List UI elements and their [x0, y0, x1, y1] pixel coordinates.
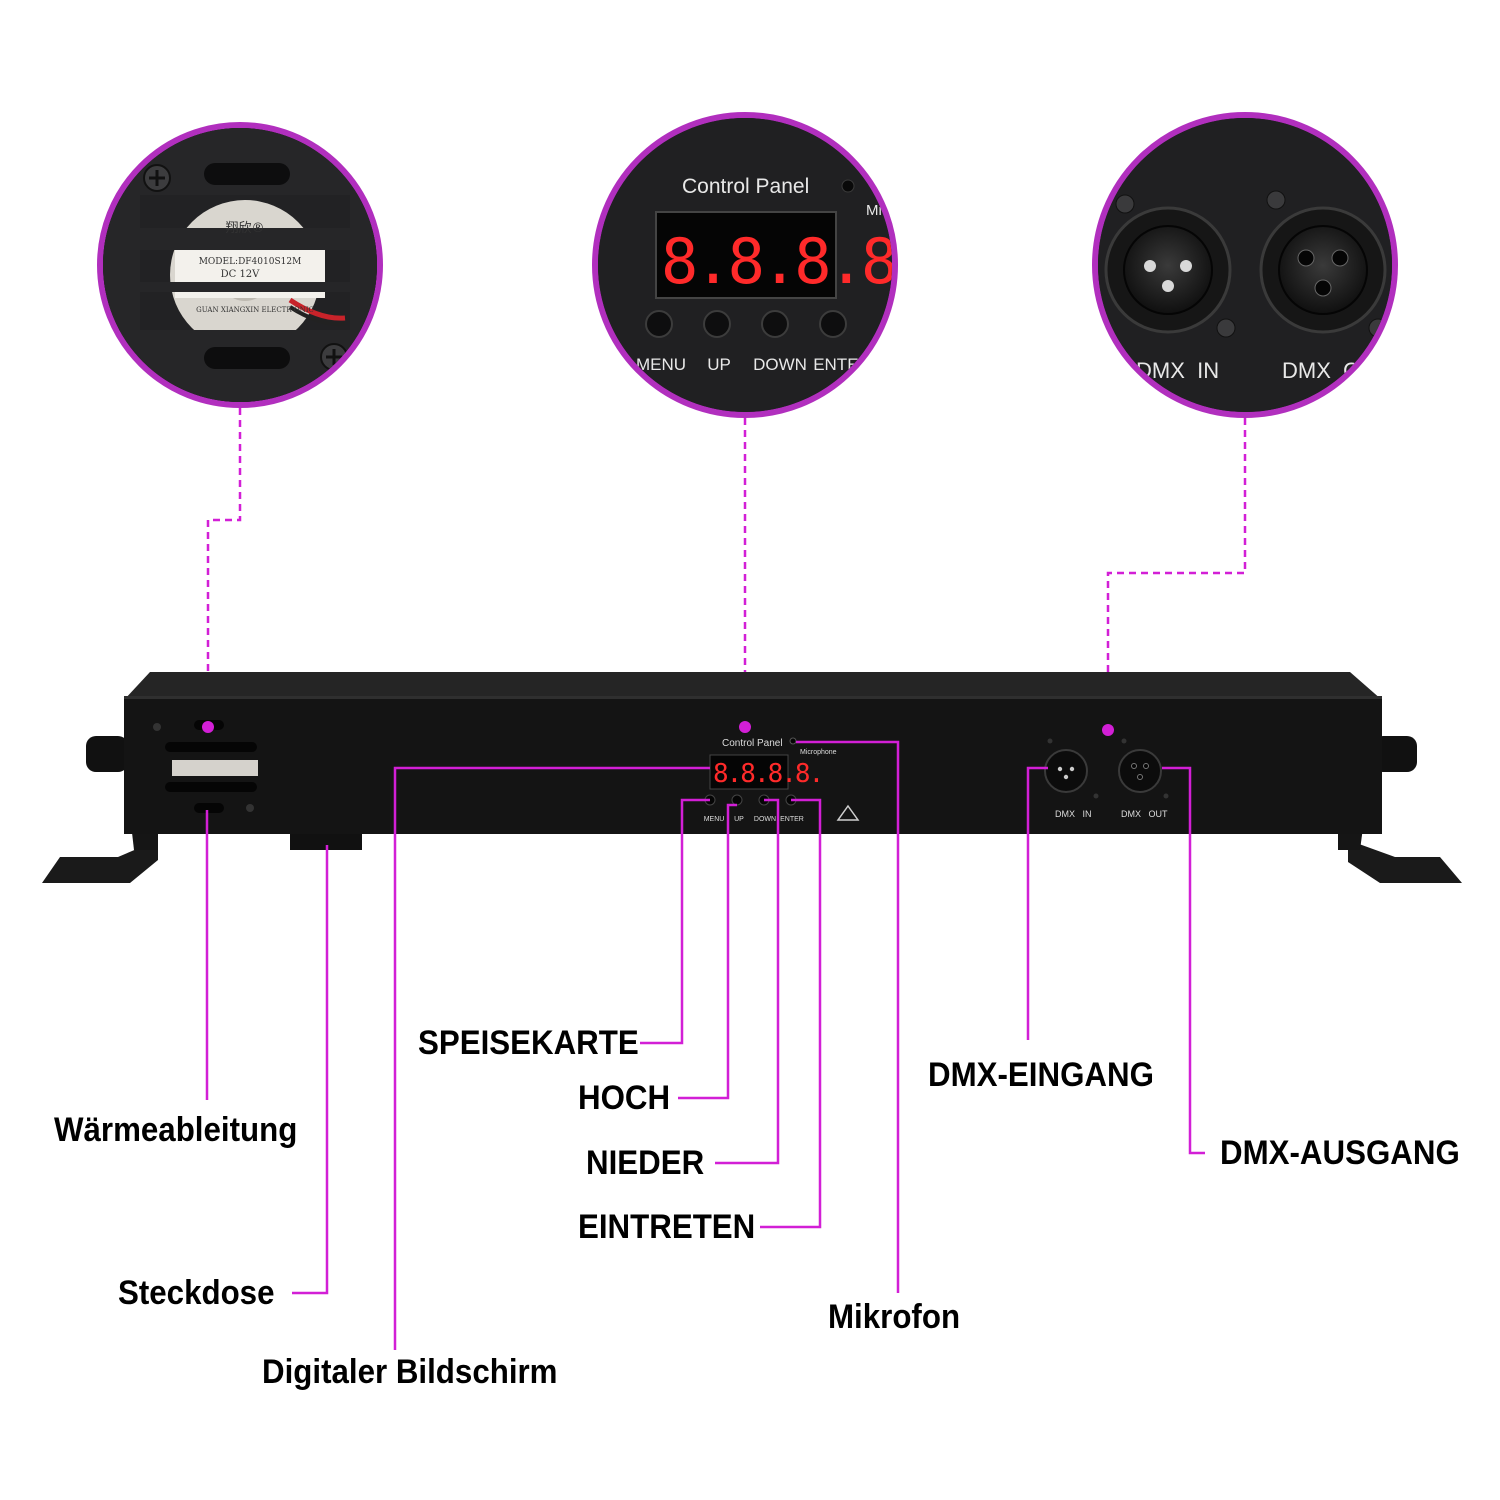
device-dmx-out-connector[interactable]	[1118, 749, 1162, 793]
connector-dmx	[1106, 418, 1247, 730]
callout-up: HOCH	[578, 1079, 671, 1117]
xlr-pin-icon	[1180, 260, 1192, 272]
vent-slot	[204, 347, 290, 369]
fan-model: MODEL:DF4010S12M	[199, 257, 302, 267]
screw-icon	[1216, 318, 1236, 338]
leader-menu	[640, 798, 710, 1045]
xlr-pin-icon	[1144, 260, 1156, 272]
device-microphone-label: Microphone	[800, 749, 837, 756]
screw-icon	[1115, 194, 1135, 214]
target-dot-fan	[202, 721, 214, 733]
zoom-up-button[interactable]	[703, 310, 731, 338]
microphone-hole-icon	[841, 179, 855, 193]
target-dots	[202, 721, 1114, 736]
leader-socket	[292, 845, 329, 1295]
device-dmx-in-connector[interactable]	[1044, 749, 1088, 793]
leader-down	[715, 798, 780, 1165]
zoom-label-up: UP	[707, 355, 731, 374]
callout-heat-dissipation: Wärmeableitung	[54, 1111, 298, 1149]
callout-microphone: Mikrofon	[828, 1298, 961, 1336]
zoom-fan: 翔欣® MODEL:DF4010S12M DC 12V GUAN XIANGXI…	[97, 122, 383, 408]
zoom-buttons	[645, 310, 847, 338]
power-socket[interactable]	[290, 834, 362, 850]
side-knob-right[interactable]	[1373, 736, 1417, 772]
leader-display	[393, 766, 710, 1350]
xlr-pin-icon	[1162, 280, 1174, 292]
mount-foot-left	[42, 840, 158, 883]
mount-foot-right	[1348, 840, 1462, 883]
side-knob-left[interactable]	[86, 736, 128, 772]
xlr-socket-icon	[1314, 279, 1332, 297]
zoom-dmx: DMX IN DMX O	[1092, 112, 1398, 418]
zoom-control-panel: Control Panel Mic 8.8.8.8. MENU UP DOWN …	[592, 112, 928, 418]
fan-voltage: DC 12V	[221, 269, 261, 280]
xlr-socket-icon	[1331, 249, 1349, 267]
device-control-panel-label: Control Panel	[722, 738, 783, 749]
device-up-button[interactable]	[731, 794, 743, 806]
zoom-label-down: DOWN	[753, 355, 807, 374]
zoom-panel-title: Control Panel	[682, 175, 809, 198]
device-label-up: UP	[734, 816, 744, 823]
device-display	[709, 754, 789, 790]
callout-socket: Steckdose	[118, 1274, 275, 1312]
callout-dmx-out: DMX-AUSGANG	[1220, 1134, 1460, 1172]
leader-dmx-in	[1026, 766, 1048, 1040]
target-dot-dmx	[1102, 724, 1114, 736]
led-bar-device: Control Panel Microphone 8.8.8.8. MENU U…	[42, 672, 1462, 883]
zoom-enter-button[interactable]	[819, 310, 847, 338]
leader-enter	[760, 798, 822, 1229]
fan-maker: GUAN XIANGXIN ELECTR ONIC	[196, 306, 314, 314]
zoom-menu-button[interactable]	[645, 310, 673, 338]
screw-icon	[1266, 190, 1286, 210]
vent-slot	[204, 163, 290, 185]
fan-brand: 翔欣®	[225, 221, 264, 236]
leader-dmx-out	[1162, 766, 1205, 1155]
leader-up	[678, 803, 737, 1100]
callout-enter: EINTRETEN	[578, 1208, 756, 1246]
callout-down: NIEDER	[586, 1144, 705, 1182]
device-dmx-out-label: DMX OUT	[1121, 809, 1168, 819]
zoom-display	[655, 211, 837, 299]
device-label-enter: ENTER	[780, 816, 804, 823]
zoom-display-digits: 8.8.8.8.	[661, 225, 928, 298]
device-label-menu: MENU	[704, 816, 725, 823]
callout-menu: SPEISEKARTE	[418, 1024, 639, 1062]
leader-lines	[205, 740, 1205, 1350]
xlr-socket-icon	[1297, 249, 1315, 267]
device-display-digits: 8.8.8.8.	[713, 759, 822, 789]
device-microphone-hole	[789, 737, 797, 745]
callout-digital-display: Digitaler Bildschirm	[262, 1353, 558, 1391]
target-dot-panel	[739, 721, 751, 733]
device-label-down: DOWN	[754, 816, 776, 823]
zoom-down-button[interactable]	[761, 310, 789, 338]
device-dmx-in-label: DMX IN	[1055, 809, 1092, 819]
certification-mark-icon	[836, 804, 860, 821]
callout-dmx-in: DMX-EINGANG	[928, 1056, 1154, 1094]
zoom-label-menu: MENU	[636, 355, 686, 374]
leader-mic	[796, 740, 900, 1293]
